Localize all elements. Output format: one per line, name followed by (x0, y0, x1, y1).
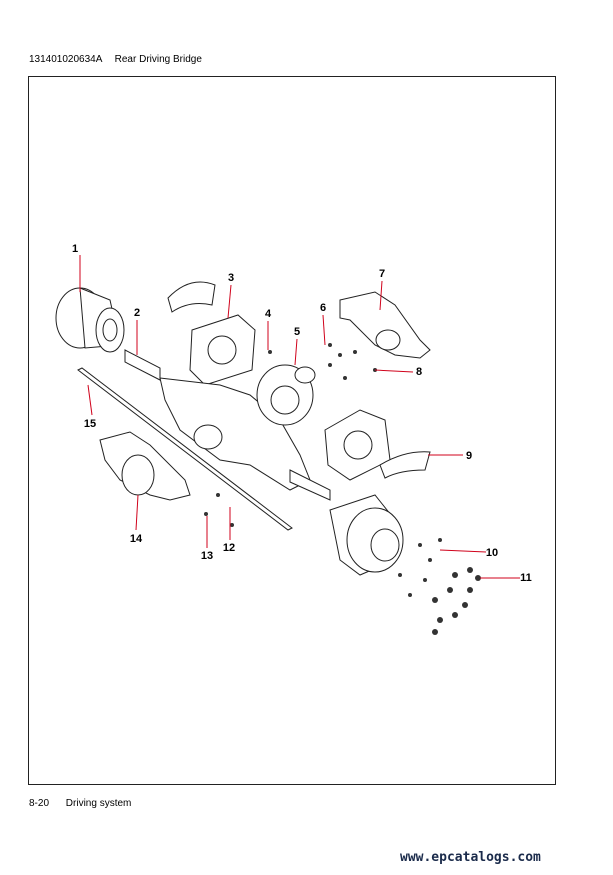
leader-line (322, 314, 326, 346)
callout-4: 4 (265, 308, 272, 320)
page-footer: 8-20 Driving system (29, 798, 131, 809)
wheel-hub-right (329, 494, 404, 576)
callout-9: 9 (466, 450, 472, 462)
page-number: 8-20 (29, 798, 50, 809)
brake-assembly-left (189, 314, 256, 386)
leader-line (227, 284, 232, 319)
callout-6: 6 (320, 302, 326, 314)
half-shaft-flange (124, 349, 161, 381)
callout-5: 5 (294, 326, 300, 338)
mounting-bracket-right (339, 291, 431, 359)
wheel-hub-left (55, 287, 125, 353)
brake-cover-right (379, 451, 431, 479)
page-header: 131401020634A Rear Driving Bridge (29, 54, 202, 65)
leader-line (439, 549, 487, 553)
callout-12: 12 (223, 542, 235, 554)
callout-15: 15 (84, 418, 96, 430)
mounting-bracket-left (99, 431, 191, 501)
brake-cover-top (167, 281, 216, 313)
callout-11: 11 (520, 572, 532, 584)
half-shaft-right (289, 469, 331, 501)
part-number: 131401020634A (29, 54, 102, 65)
watermark: www.epcatalogs.com (400, 850, 541, 865)
page-title: Rear Driving Bridge (114, 54, 202, 65)
leader-line (379, 280, 383, 311)
leader-line (294, 338, 298, 366)
callout-3: 3 (228, 272, 234, 284)
section-name: Driving system (65, 798, 132, 809)
long-half-shaft (77, 367, 293, 531)
callout-1: 1 (72, 243, 78, 255)
callout-13: 13 (201, 550, 213, 562)
leader-line (87, 384, 93, 416)
callout-14: 14 (130, 533, 143, 545)
brake-assembly-right (324, 409, 391, 481)
fasteners (204, 343, 481, 635)
leader-line (374, 369, 414, 373)
callout-2: 2 (134, 307, 140, 319)
leader-line (135, 494, 139, 531)
callout-7: 7 (379, 268, 385, 280)
differential (256, 364, 316, 426)
callout-10: 10 (486, 547, 498, 559)
diagram-frame (28, 76, 556, 785)
callout-8: 8 (416, 366, 422, 378)
